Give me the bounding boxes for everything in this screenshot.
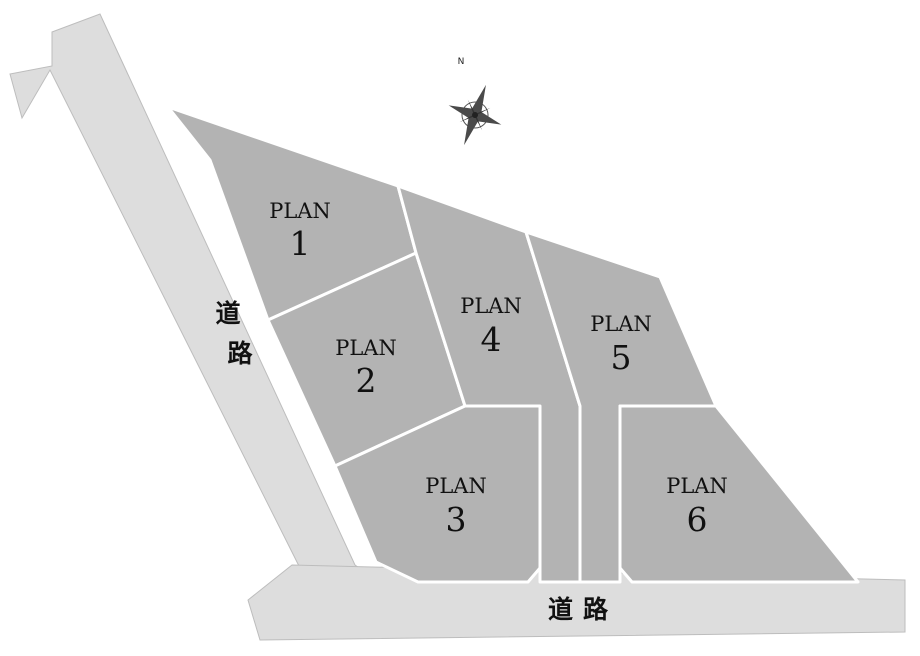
lot-plan-6-word: PLAN bbox=[666, 474, 728, 498]
lot-plan-1-word: PLAN bbox=[269, 199, 331, 223]
compass-north-label: N bbox=[458, 57, 465, 67]
lot-plan-6-number: 6 bbox=[687, 500, 708, 539]
west-road-label: 道 路 bbox=[215, 299, 253, 368]
lot-plan-3-number: 3 bbox=[446, 500, 467, 539]
lot-plan-1-number: 1 bbox=[290, 224, 311, 263]
compass-icon bbox=[448, 84, 502, 146]
lot-plan-4-word: PLAN bbox=[460, 294, 522, 318]
west-road-label-char-2: 路 bbox=[227, 339, 253, 368]
lot-plan-3-word: PLAN bbox=[425, 474, 487, 498]
lot-plan-6[interactable]: PLAN 6 bbox=[618, 404, 860, 584]
lot-plan-2-word: PLAN bbox=[335, 336, 397, 360]
lot-plan-2[interactable]: PLAN 2 bbox=[266, 251, 467, 468]
lot-plan-4-number: 4 bbox=[481, 320, 502, 359]
south-road-label: 道路 bbox=[548, 595, 618, 624]
lot-plan-5-number: 5 bbox=[611, 338, 632, 377]
lot-plan-5-word: PLAN bbox=[590, 312, 652, 336]
west-road-label-char-1: 道 bbox=[215, 299, 240, 328]
lot-plan-2-number: 2 bbox=[356, 361, 377, 400]
